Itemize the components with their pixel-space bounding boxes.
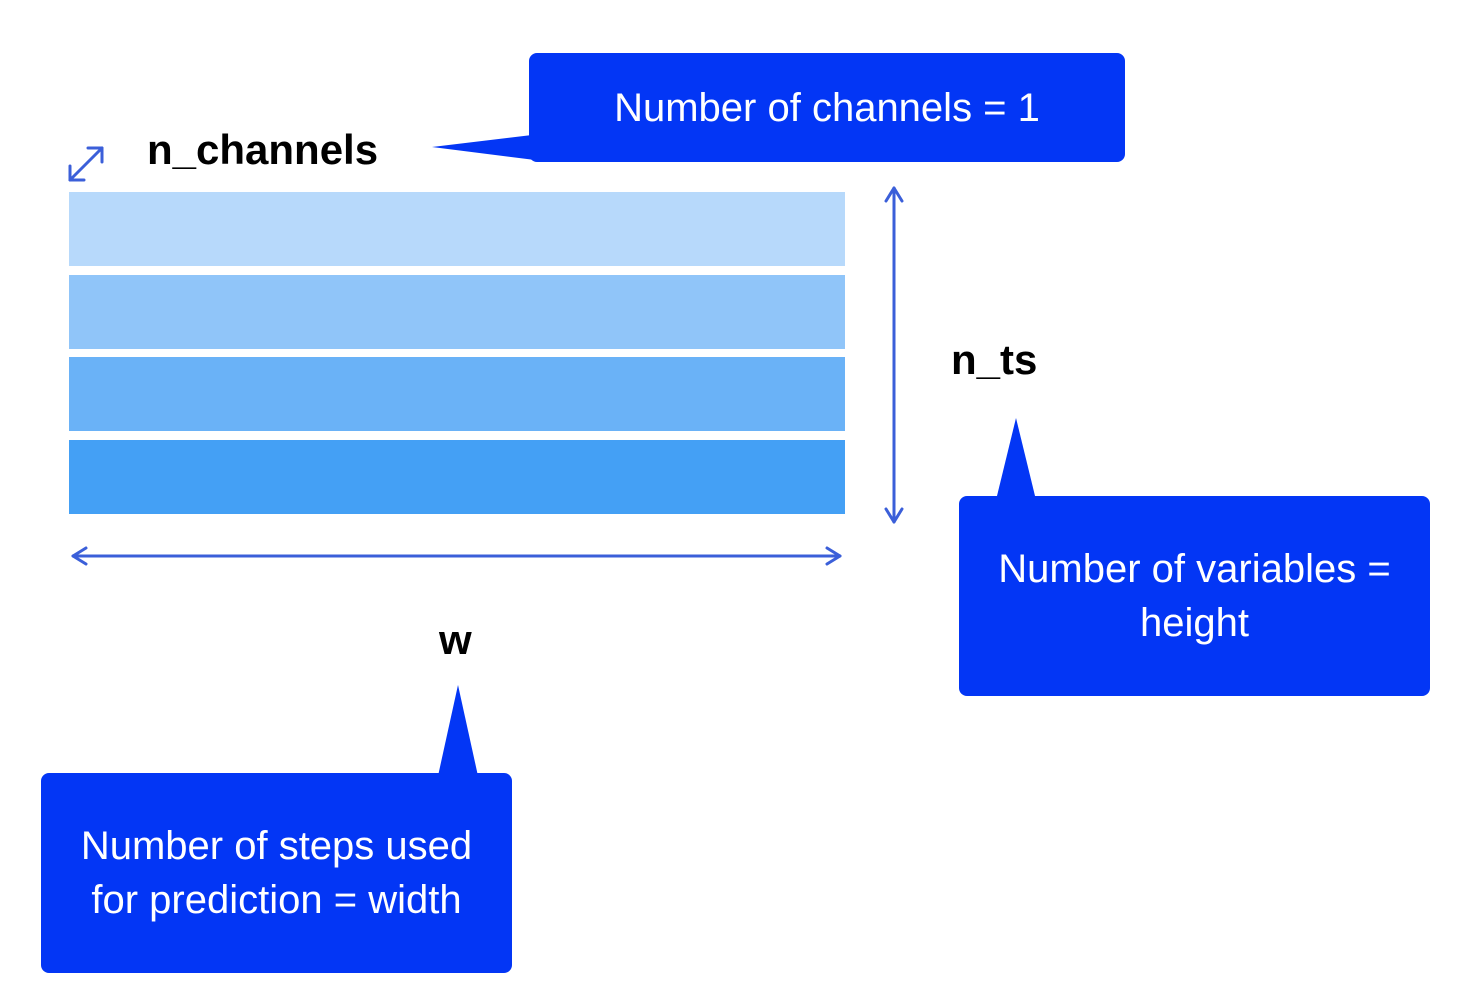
steps-callout-line1: Number of steps used	[80, 824, 473, 868]
variables-callout-line1: Number of variables =	[998, 547, 1391, 591]
width-dimension-arrow	[71, 546, 842, 566]
tensor-row-3	[69, 357, 845, 431]
tensor-row-2	[69, 275, 845, 349]
steps-callout: Number of steps used for prediction = wi…	[41, 773, 512, 973]
height-dimension-arrow	[884, 186, 904, 524]
variables-callout: Number of variables = height	[959, 496, 1430, 696]
n-channels-label: n_channels	[147, 126, 379, 173]
channels-dimension-arrow	[68, 146, 104, 182]
tensor-row-4	[69, 440, 845, 514]
tensor-row-1	[69, 192, 845, 266]
variables-callout-line2: height	[1140, 601, 1249, 645]
steps-callout-line2: for prediction = width	[91, 878, 462, 922]
w-label: w	[439, 616, 472, 663]
channels-callout: Number of channels = 1	[529, 53, 1125, 162]
channels-callout-text: Number of channels = 1	[614, 85, 1040, 130]
n-ts-label: n_ts	[951, 336, 1038, 383]
variables-callout-pointer	[996, 418, 1036, 500]
channels-callout-pointer	[432, 135, 535, 160]
steps-callout-pointer	[438, 685, 478, 776]
